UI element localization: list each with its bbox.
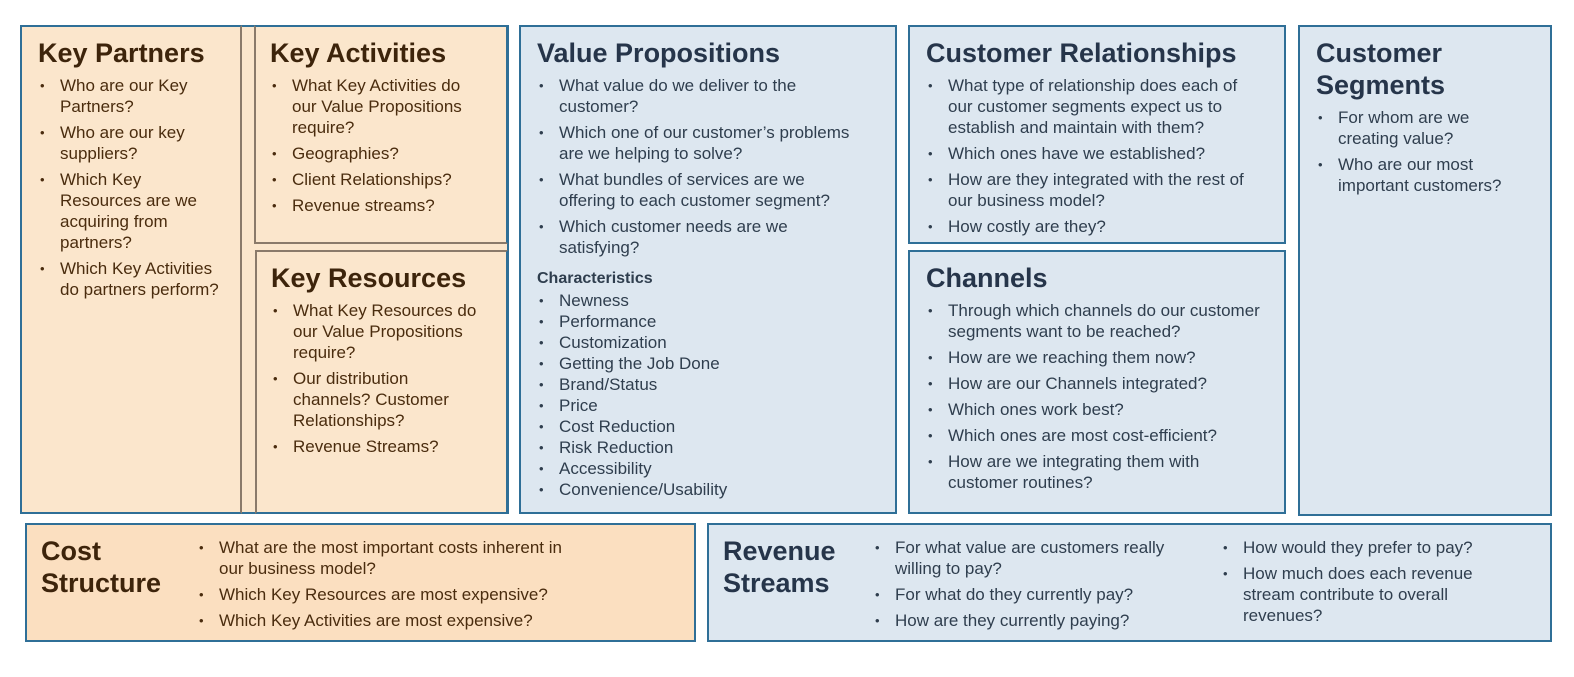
customer-relationships-block: Customer Relationships What type of rela… [908,25,1286,244]
characteristic-item: Cost Reduction [537,416,879,437]
list-item: What Key Activities do our Value Proposi… [270,75,478,138]
list-item: Revenue Streams? [271,436,492,457]
list-item: How would they prefer to pay? [1221,537,1521,558]
value-propositions-title: Value Propositions [537,38,781,68]
list-item: Through which channels do our customer s… [926,300,1278,342]
characteristic-item: Price [537,395,879,416]
characteristic-item: Risk Reduction [537,437,879,458]
characteristic-item: Getting the Job Done [537,353,879,374]
list-item: What type of relationship does each of o… [926,75,1260,138]
list-item: Our distribution channels? Customer Rela… [271,368,473,431]
customer-segments-title: Customer Segments [1316,38,1446,100]
characteristic-item: Newness [537,290,879,311]
key-resources-block: Key Resources What Key Resources do our … [255,250,508,514]
key-activities-block: Key Activities What Key Activities do ou… [254,25,508,244]
list-item: Which one of our customer’s problems are… [537,122,871,164]
list-item: What bundles of services are we offering… [537,169,859,211]
list-item: What value do we deliver to the customer… [537,75,829,117]
list-item: Which Key Activities do partners perform… [38,258,226,300]
key-resources-title: Key Resources [271,263,467,293]
characteristic-item: Convenience/Usability [537,479,879,500]
characteristics-heading: Characteristics [537,270,653,287]
list-item: How are they currently paying? [873,610,1193,631]
list-item: Who are our key suppliers? [38,122,210,164]
list-item: How much does each revenue stream contri… [1221,563,1505,626]
list-item: How costly are they? [926,216,1268,237]
list-item: Geographies? [270,143,492,164]
list-item: For what value are customers really will… [873,537,1195,579]
characteristic-item: Customization [537,332,879,353]
customer-relationships-title: Customer Relationships [926,38,1237,68]
list-item: How are we reaching them now? [926,347,1268,368]
channels-block: Channels Through which channels do our c… [908,250,1286,514]
cost-structure-block: Cost Structure What are the most importa… [25,523,696,642]
list-item: How are they integrated with the rest of… [926,169,1264,211]
key-partners-block: Key Partners Who are our Key Partners? W… [20,25,242,514]
list-item: Which customer needs are we satisfying? [537,216,819,258]
cost-structure-title: Cost Structure [41,536,162,598]
list-item: How are we integrating them with custome… [926,451,1238,493]
list-item: Who are our most important customers? [1316,154,1534,196]
list-item: What Key Resources do our Value Proposit… [271,300,485,363]
channels-title: Channels [926,263,1048,293]
revenue-streams-title: Revenue Streams [723,536,836,598]
list-item: For what do they currently pay? [873,584,1193,605]
list-item: What are the most important costs inhere… [197,537,569,579]
customer-segments-block: Customer Segments For whom are we creati… [1298,25,1552,516]
key-activities-title: Key Activities [270,38,447,68]
list-item: Who are our Key Partners? [38,75,210,117]
list-item: Revenue streams? [270,195,492,216]
revenue-streams-block: Revenue Streams For what value are custo… [707,523,1552,642]
list-item: How are our Channels integrated? [926,373,1268,394]
list-item: Which ones are most cost-efficient? [926,425,1268,446]
value-propositions-block: Value Propositions What value do we deli… [519,25,897,514]
characteristic-item: Performance [537,311,879,332]
list-item: Which Key Resources are most expensive? [197,584,599,605]
list-item: For whom are we creating value? [1316,107,1488,149]
list-item: Which Key Activities are most expensive? [197,610,577,631]
characteristic-item: Accessibility [537,458,879,479]
characteristic-item: Brand/Status [537,374,879,395]
key-partners-title: Key Partners [38,38,205,68]
list-item: Client Relationships? [270,169,492,190]
list-item: Which ones have we established? [926,143,1268,164]
list-item: Which ones work best? [926,399,1268,420]
list-item: Which Key Resources are we acquiring fro… [38,169,210,253]
